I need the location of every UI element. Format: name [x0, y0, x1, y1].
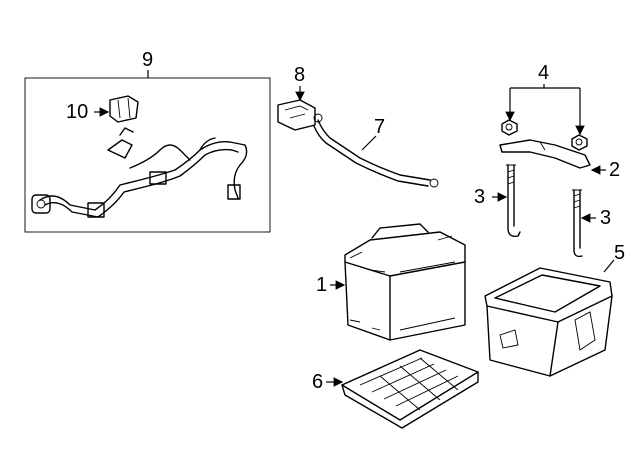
callout-3-right: 3: [600, 207, 612, 229]
hold-down-bolt-right: [572, 189, 583, 258]
hold-down-bracket: [499, 139, 591, 169]
callout-10: 10: [66, 101, 89, 123]
battery: [344, 223, 466, 341]
callout-4: 4: [538, 62, 550, 84]
battery-base-tray: [341, 349, 479, 429]
callout-3-left: 3: [474, 186, 486, 208]
callout-6: 6: [312, 371, 324, 393]
callout-2: 2: [609, 159, 621, 181]
callout-7: 7: [374, 116, 386, 138]
callout-9: 9: [142, 49, 154, 71]
nuts: [501, 119, 588, 151]
callout-1: 1: [316, 274, 328, 296]
hold-down-bolt-left: [506, 164, 521, 238]
battery-tray: [484, 267, 613, 377]
callout-5: 5: [614, 242, 626, 264]
battery-cable-harness: [31, 127, 248, 218]
callout-8: 8: [294, 64, 306, 86]
harness-group-box: [24, 77, 271, 233]
ground-cable: [313, 113, 439, 188]
harness-connector: [109, 95, 139, 123]
terminal-fuse: [277, 99, 316, 131]
